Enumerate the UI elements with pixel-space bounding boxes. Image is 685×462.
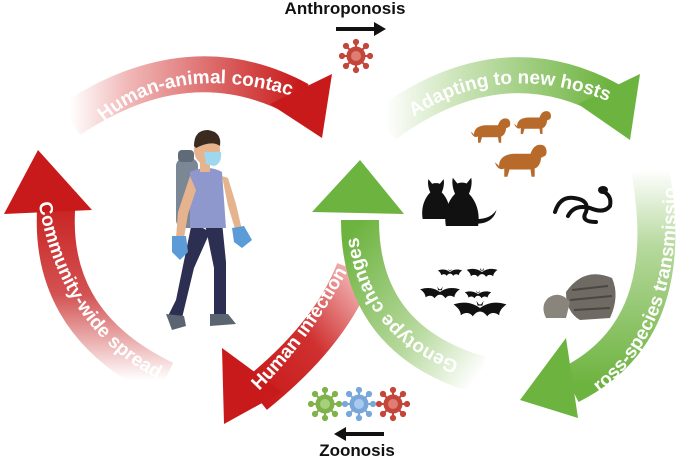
cat-icon <box>422 178 496 226</box>
virus-icon <box>339 39 372 72</box>
zoonosis-title: Zoonosis <box>319 441 395 460</box>
virus-group <box>308 387 409 420</box>
bat-icon <box>420 268 506 317</box>
green-arrowhead-left <box>312 160 404 214</box>
virus-icon <box>308 387 341 420</box>
dog-icon <box>471 111 551 177</box>
virus-icon <box>342 387 375 420</box>
snake-icon <box>555 186 610 222</box>
right-arrow-icon <box>336 22 386 36</box>
pangolin-icon <box>543 274 615 320</box>
left-arrow-icon <box>334 427 384 441</box>
virus-icon <box>376 387 409 420</box>
hiker-with-mask-icon <box>166 130 252 330</box>
anthroponosis-title: Anthroponosis <box>285 0 406 18</box>
green-arrowhead-right <box>520 338 578 418</box>
